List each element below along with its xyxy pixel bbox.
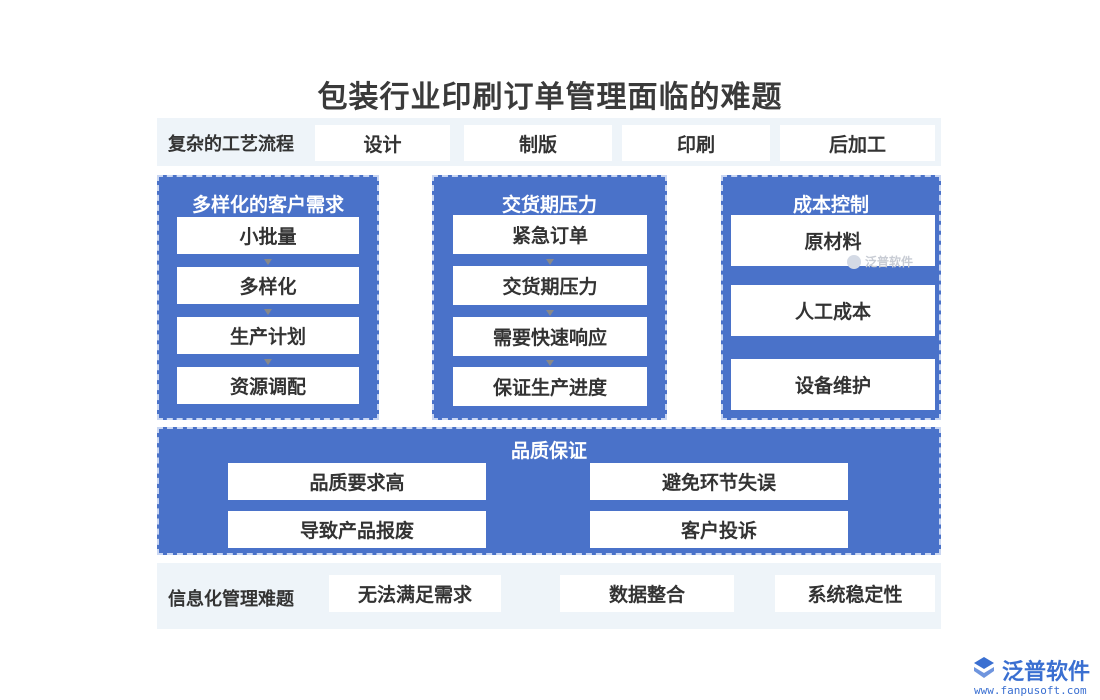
quality-item-avoid-mistakes: 避免环节失误 [590, 463, 848, 500]
delivery-item-ensure-progress: 保证生产进度 [453, 367, 647, 406]
panel-cost-control: 成本控制 原材料 人工成本 设备维护 [721, 175, 941, 420]
panel-delivery-pressure: 交货期压力 紧急订单 交货期压力 需要快速响应 保证生产进度 [432, 175, 667, 420]
watermark-logo-icon [847, 254, 861, 269]
cost-item-raw-materials: 原材料 [731, 215, 935, 266]
brand-url: www.fanpusoft.com [974, 684, 1087, 697]
quality-item-complaints: 客户投诉 [590, 511, 848, 548]
diagram-title: 包装行业印刷订单管理面临的难题 [317, 80, 783, 115]
process-step-printing: 印刷 [622, 125, 770, 161]
delivery-item-urgent-order: 紧急订单 [453, 215, 647, 254]
quality-item-high-requirement: 品质要求高 [228, 463, 486, 500]
process-step-platemaking: 制版 [464, 125, 612, 161]
panel-quality: 品质保证 品质要求高 避免环节失误 导致产品报废 客户投诉 [157, 427, 941, 555]
info-band-label: 信息化管理难题 [168, 589, 294, 610]
cost-item-equipment-maintenance: 设备维护 [731, 359, 935, 410]
process-step-postprocessing: 后加工 [780, 125, 935, 161]
delivery-item-fast-response: 需要快速响应 [453, 317, 647, 356]
flow-arrow [264, 259, 272, 265]
brand-logo: 泛普软件 www.fanpusoft.com [970, 650, 1091, 697]
watermark-inline-text: 泛普软件 [865, 255, 914, 269]
flow-arrow [546, 360, 554, 366]
cost-item-labor-cost: 人工成本 [731, 285, 935, 336]
flow-arrow [264, 359, 272, 365]
demand-item-production-plan: 生产计划 [177, 317, 359, 354]
panel-cost-control-title: 成本控制 [792, 194, 869, 216]
process-step-design: 设计 [315, 125, 450, 161]
quality-item-scrap: 导致产品报废 [228, 511, 486, 548]
info-item-data-integration: 数据整合 [560, 575, 734, 612]
flow-arrow [264, 309, 272, 315]
info-item-system-stability: 系统稳定性 [775, 575, 935, 612]
demand-item-resource-allocation: 资源调配 [177, 367, 359, 404]
brand-name: 泛普软件 [1002, 660, 1091, 685]
panel-delivery-pressure-title: 交货期压力 [501, 194, 597, 216]
flow-arrow [546, 310, 554, 316]
brand-logo-icon [974, 657, 994, 678]
panel-quality-title: 品质保证 [510, 440, 587, 462]
flow-arrow [546, 259, 554, 265]
demand-item-diversity: 多样化 [177, 267, 359, 304]
panel-customer-demand-title: 多样化的客户需求 [191, 194, 344, 216]
process-band-label: 复杂的工艺流程 [168, 134, 294, 155]
delivery-item-delivery-pressure: 交货期压力 [453, 266, 647, 305]
info-item-unmet-needs: 无法满足需求 [329, 575, 501, 612]
panel-customer-demand: 多样化的客户需求 小批量 多样化 生产计划 资源调配 [157, 175, 379, 420]
watermark-inline: 泛普软件 [847, 253, 913, 270]
demand-item-small-batch: 小批量 [177, 217, 359, 254]
